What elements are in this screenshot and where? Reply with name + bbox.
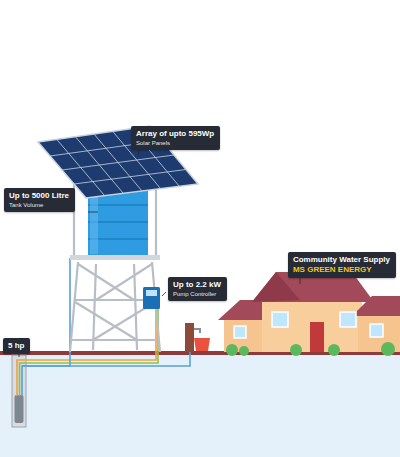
submersible-pump: [15, 395, 24, 423]
tank-volume-callout: Up to 5000 LitreTank Volume: [4, 188, 75, 212]
callout-heading: Array of upto 595Wp: [136, 129, 214, 139]
community-supply-callout: Community Water SupplyMS GREEN ENERGY: [288, 252, 396, 278]
ground-area: [0, 355, 400, 457]
brick-pillar: [185, 323, 194, 352]
callout-subtitle: Tank Volume: [9, 201, 69, 209]
solar-array-callout: Array of upto 595WpSolar Panels: [131, 126, 220, 150]
water-bucket: [194, 338, 210, 351]
pipes-cables: [17, 258, 190, 396]
pump-power-callout: 5 hp: [3, 338, 30, 354]
callout-heading: Up to 2.2 kW: [173, 280, 221, 290]
callout-subtitle: Solar Panels: [136, 139, 214, 147]
callout-heading: 5 hp: [8, 341, 24, 351]
pump-controller: [143, 287, 160, 309]
leader-lines: [19, 142, 300, 357]
callout-subtitle: Pump Controller: [173, 290, 221, 298]
controller-callout: Up to 2.2 kWPump Controller: [168, 277, 227, 301]
tank-platform: [70, 255, 160, 260]
callout-subtitle: MS GREEN ENERGY: [293, 265, 390, 275]
callout-heading: Community Water Supply: [293, 255, 390, 265]
callout-heading: Up to 5000 Litre: [9, 191, 69, 201]
water-tap: [194, 329, 200, 333]
